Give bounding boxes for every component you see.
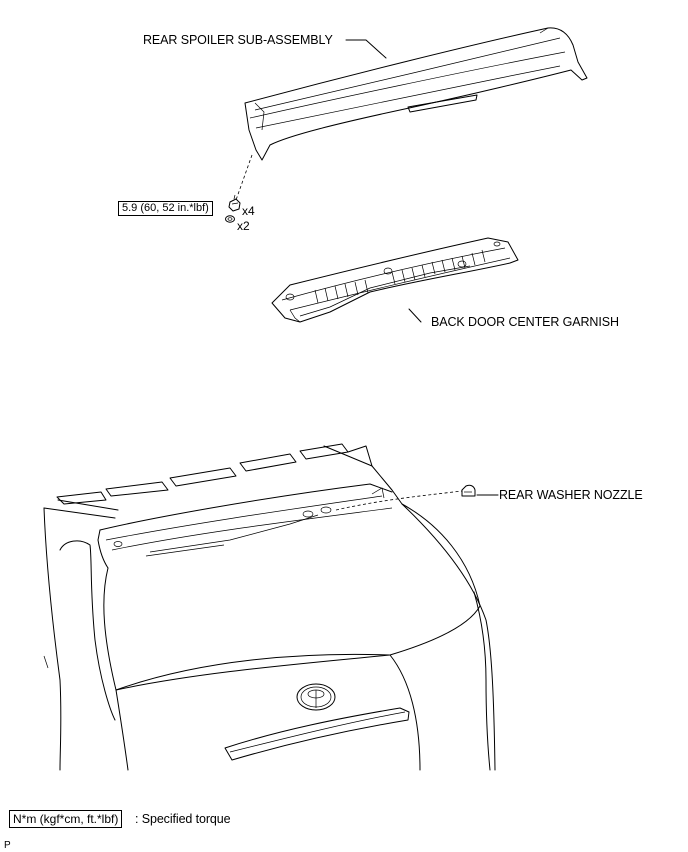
back-door-garnish-callout: BACK DOOR CENTER GARNISH: [431, 315, 619, 329]
figure-code: P: [4, 840, 11, 851]
legend-unit-box: N*m (kgf*cm, ft.*lbf): [9, 810, 123, 828]
bolt-quantity: x4: [242, 204, 255, 218]
clip-part: [225, 215, 235, 223]
spoiler-bolt-guide-line: [235, 154, 253, 201]
rear-washer-nozzle-part: [461, 484, 476, 497]
rear-spoiler-callout: REAR SPOILER SUB-ASSEMBLY: [143, 33, 333, 47]
rear-washer-nozzle-callout: REAR WASHER NOZZLE: [499, 488, 643, 502]
spoiler-leader: [345, 39, 387, 59]
rear-spoiler-part: [244, 27, 588, 161]
garnish-leader: [408, 308, 422, 323]
bolt-part: [228, 194, 241, 212]
clip-quantity: x2: [237, 219, 250, 233]
torque-spec-box: 5.9 (60, 52 in.*lbf): [118, 201, 213, 216]
legend-description: : Specified torque: [135, 812, 231, 826]
vehicle-rear-body: [43, 443, 496, 771]
back-door-center-garnish-part: [271, 237, 519, 323]
